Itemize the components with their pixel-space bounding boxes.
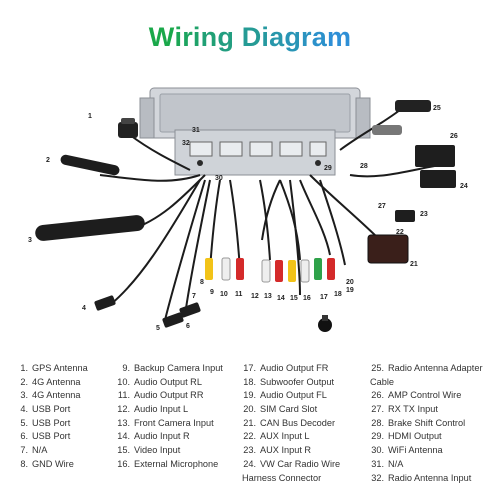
legend-item: 15.Video Input xyxy=(117,445,181,456)
callout-16: 16 xyxy=(303,295,311,302)
callout-22: 22 xyxy=(396,229,404,236)
legend-item: 11.Audio Output RR xyxy=(117,390,204,401)
callout-8: 8 xyxy=(200,279,204,286)
legend-item-continuation: Cable xyxy=(370,376,395,387)
legend-item: 2.4G Antenna xyxy=(20,376,81,387)
callout-31: 31 xyxy=(192,127,200,134)
callout-24: 24 xyxy=(460,183,468,190)
legend-item: 19.Audio Output FL xyxy=(243,390,327,401)
legend-item: 18.Subwoofer Output xyxy=(243,376,335,387)
callout-27: 27 xyxy=(378,203,386,210)
callout-15: 15 xyxy=(290,295,298,302)
callout-14: 14 xyxy=(277,295,285,302)
legend-item: 23.AUX Input R xyxy=(243,445,312,456)
vw-harness-connector xyxy=(395,145,456,222)
4g-antenna-long xyxy=(35,215,145,241)
legend-item: 4.USB Port xyxy=(20,404,71,415)
legend-item: 7.N/A xyxy=(20,445,48,456)
legend-item: 30.WiFi Antenna xyxy=(371,445,443,456)
wiring-diagram: 1 2 3 4 5 6 7 8 9 10 11 12 13 14 15 16 1… xyxy=(28,87,468,332)
legend-item: 25.Radio Antenna Adapter xyxy=(371,363,483,373)
legend-item: 13.Front Camera Input xyxy=(117,417,214,428)
legend-item: 16.External Microphone xyxy=(117,458,219,469)
callout-25: 25 xyxy=(433,105,441,112)
legend-item: 21.CAN Bus Decoder xyxy=(243,417,336,428)
legend-item: 32.Radio Antenna Input xyxy=(371,472,472,483)
callout-19: 19 xyxy=(346,287,354,294)
legend-item-continuation: Harness Connector xyxy=(242,472,322,483)
legend-item: 22.AUX Input L xyxy=(243,431,310,442)
callout-9: 9 xyxy=(210,289,214,296)
legend-column-4: 25.Radio Antenna Adapter Cable 26.AMP Co… xyxy=(370,362,483,485)
callout-20: 20 xyxy=(346,279,354,286)
callout-10: 10 xyxy=(220,291,228,298)
legend-item: 24.VW Car Radio Wire xyxy=(243,458,341,469)
can-bus-decoder xyxy=(367,234,409,264)
callout-12: 12 xyxy=(251,293,259,300)
callout-30: 30 xyxy=(215,175,223,182)
callout-21: 21 xyxy=(410,261,418,268)
usb-ports xyxy=(94,295,201,328)
callout-6: 6 xyxy=(186,323,190,330)
radio-antenna-adapter xyxy=(372,100,431,135)
legend-item: 6.USB Port xyxy=(20,431,71,442)
callout-11: 11 xyxy=(235,291,243,298)
page-title: Wiring Diagram xyxy=(148,22,352,52)
external-microphone xyxy=(318,315,332,332)
callout-1: 1 xyxy=(88,113,92,120)
legend-item: 1.GPS Antenna xyxy=(20,363,88,373)
callout-18: 18 xyxy=(334,291,342,298)
legend-item: 12.Audio Input L xyxy=(117,404,189,415)
callout-17: 17 xyxy=(320,294,328,301)
legend-item: 14.Audio Input R xyxy=(117,431,190,442)
legend-column-2: 9.Backup Camera Input 10.Audio Output RL… xyxy=(116,362,223,472)
legend-item: 3.4G Antenna xyxy=(20,390,81,401)
callout-7: 7 xyxy=(192,293,196,300)
legend-item: 5.USB Port xyxy=(20,417,71,428)
legend-item: 8.GND Wire xyxy=(20,458,74,469)
callout-labels: 1 2 3 4 5 6 7 8 9 10 11 12 13 14 15 16 1… xyxy=(28,105,468,332)
legend-item: 17.Audio Output FR xyxy=(243,363,329,373)
callout-28: 28 xyxy=(360,163,368,170)
callout-13: 13 xyxy=(264,293,272,300)
legend-item: 28.Brake Shift Control xyxy=(371,417,466,428)
legend-item: 26.AMP Control Wire xyxy=(371,390,462,401)
head-unit xyxy=(139,87,371,176)
legend-item: 29.HDMI Output xyxy=(371,431,442,442)
legend: 1.GPS Antenna 2.4G Antenna 3.4G Antenna … xyxy=(14,362,494,485)
legend-item: 10.Audio Output RL xyxy=(117,376,202,387)
callout-2: 2 xyxy=(46,157,50,164)
legend-column-1: 1.GPS Antenna 2.4G Antenna 3.4G Antenna … xyxy=(14,362,88,472)
legend-item: 9.Backup Camera Input xyxy=(122,363,223,373)
legend-column-3: 17.Audio Output FR 18.Subwoofer Output 1… xyxy=(242,362,340,485)
legend-item: 20.SIM Card Slot xyxy=(243,404,318,415)
callout-23: 23 xyxy=(420,211,428,218)
callout-4: 4 xyxy=(82,305,86,312)
callout-26: 26 xyxy=(450,133,458,140)
legend-item: 31.N/A xyxy=(371,458,404,469)
callout-32: 32 xyxy=(182,140,190,147)
legend-item: 27.RX TX Input xyxy=(371,404,438,415)
callout-5: 5 xyxy=(156,325,160,332)
callout-3: 3 xyxy=(28,237,32,244)
gps-antenna xyxy=(118,118,138,138)
rca-plugs xyxy=(205,257,335,283)
callout-29: 29 xyxy=(324,165,332,172)
4g-antenna-short xyxy=(60,154,120,176)
